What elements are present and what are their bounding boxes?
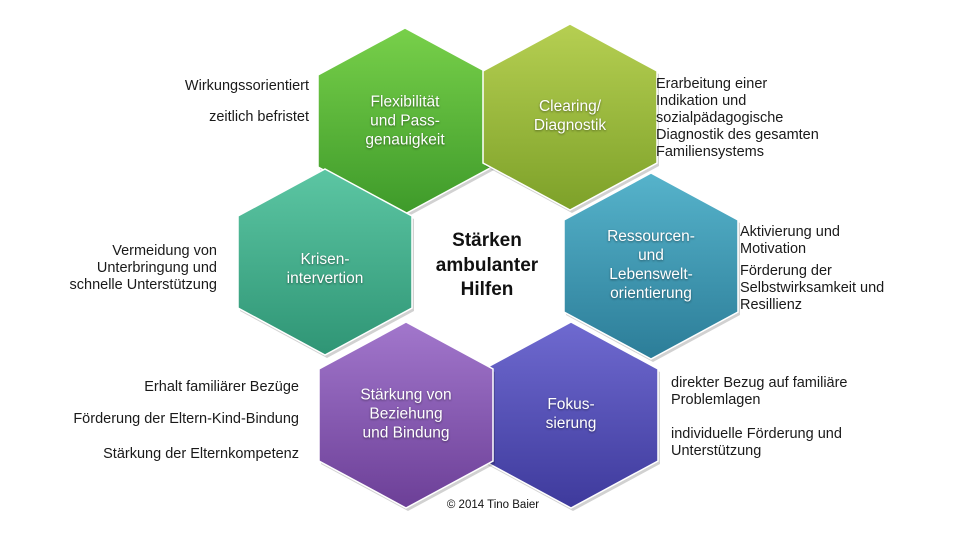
hexagon-clearing [482, 23, 658, 211]
hexagon-krisen [237, 168, 413, 356]
note-zeitlich-befristet: zeitlich befristet [209, 109, 309, 125]
hex-label-staerkung: Stärkung von Beziehung und Bindung [360, 386, 452, 442]
copyright: © 2014 Tino Baier [446, 499, 540, 511]
note-problemlagen: direkter Bezug auf familiäre Problemlage… [671, 375, 848, 409]
hexagon-staerkung [318, 321, 494, 509]
note-wirkungsorientiert: Wirkungssorientiert [184, 78, 309, 94]
hex-label-clearing: Clearing/ Diagnostik [533, 98, 607, 134]
hex-label-fokussierung: Fokus- sierung [545, 396, 597, 432]
hex-label-flexibilitaet: Flexibilität und Pass- genauigkeit [365, 93, 445, 149]
center-title: Stärken ambulanter Hilfen [435, 229, 539, 301]
hexagon-ressourcen [563, 172, 739, 360]
note-clearing: Erarbeitung einer Indikation und sozialp… [656, 76, 819, 161]
note-eltern-kind-bindung: Förderung der Eltern-Kind-Bindung [73, 411, 299, 427]
hex-label-krisenintervention: Krisen- intervertion [286, 251, 364, 287]
note-selbstwirksamkeit: Förderung der Selbstwirksamkeit und Resi… [740, 263, 885, 314]
note-erhalt-bezuege: Erhalt familiärer Bezüge [144, 379, 299, 395]
note-vermeidung-unterbringung: Vermeidung von Unterbringung und schnell… [69, 243, 218, 294]
hex-label-ressourcen: Ressourcen- und Lebenswelt- orientierung [607, 228, 695, 302]
note-individuelle-foerderung: individuelle Förderung und Unterstützung [671, 426, 842, 460]
note-aktivierung: Aktivierung und Motivation [740, 224, 840, 258]
note-elternkompetenz: Stärkung der Elternkompetenz [103, 446, 299, 462]
